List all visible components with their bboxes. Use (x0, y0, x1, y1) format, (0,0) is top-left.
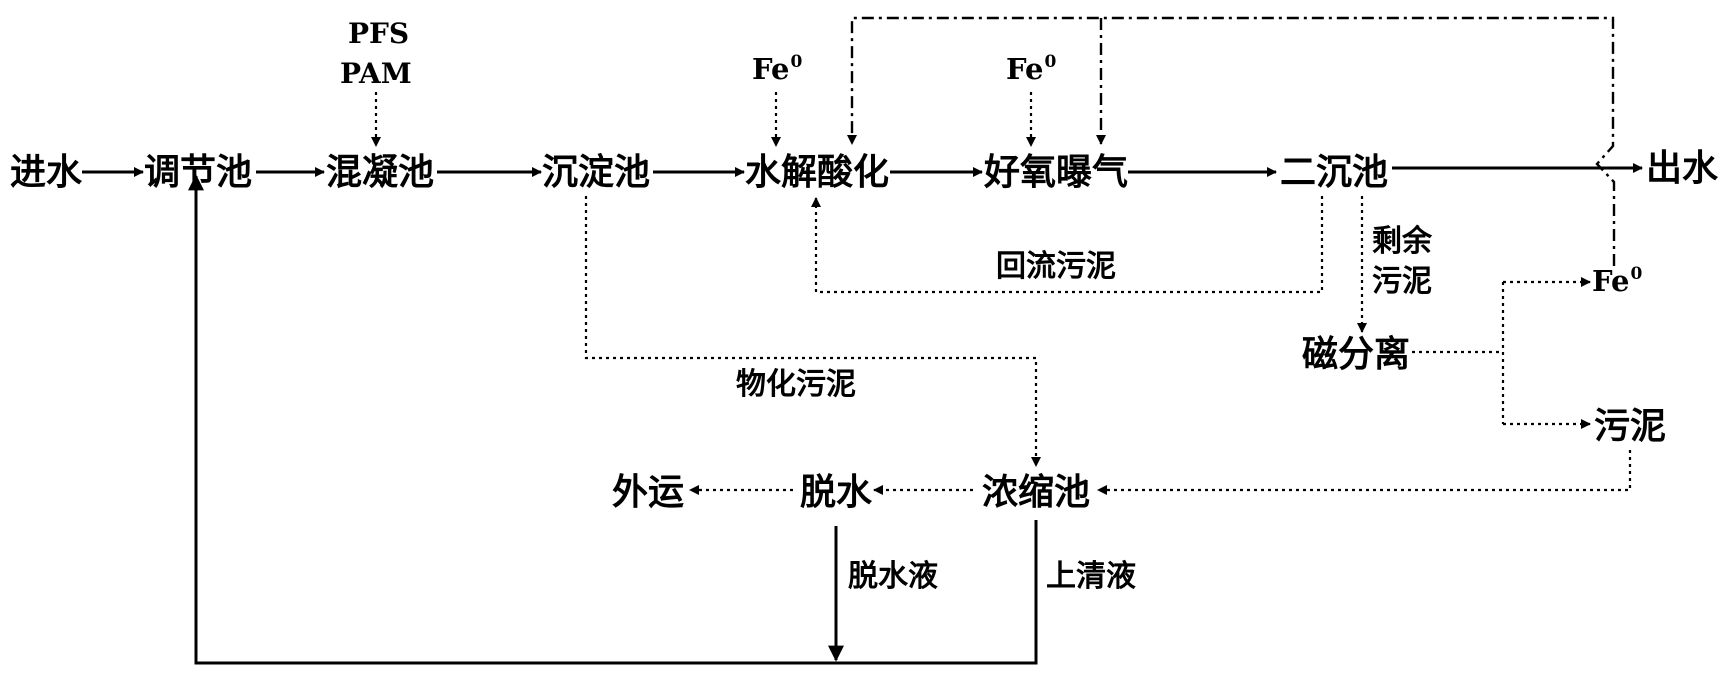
dosing-pam: PAM (340, 57, 412, 90)
node-thickener: 浓缩池 (982, 471, 1091, 513)
fe-recycle-line-hydrolysis (847, 16, 1616, 266)
dosing-fe-aeration: Fe0 (1006, 52, 1057, 86)
dosing-pfs: PFS (348, 17, 410, 50)
node-coagulation-tank: 混凝池 (326, 151, 435, 193)
node-magnetic-separation: 磁分离 (1302, 333, 1411, 375)
label-dewater-liquid: 脱水液 (848, 559, 938, 594)
label-excess-sludge: 剩余 污泥 (1372, 224, 1432, 299)
node-sludge-out: 污泥 (1594, 405, 1667, 447)
node-transport: 外运 (612, 471, 685, 513)
node-equalization-tank: 调节池 (144, 151, 253, 193)
label-return-sludge: 回流污泥 (996, 249, 1116, 284)
node-aerobic-aeration: 好氧曝气 (984, 151, 1129, 193)
label-phys-chem-sludge: 物化污泥 (736, 367, 856, 402)
label-supernatant: 上清液 (1046, 559, 1136, 594)
recycle-to-equalization-line (188, 174, 1038, 665)
sludge-to-thickener-line (1097, 450, 1632, 495)
node-dewatering: 脱水 (800, 471, 873, 513)
node-fe-recovered: Fe0 (1592, 264, 1643, 298)
node-inlet: 进水 (10, 151, 83, 193)
dosing-fe-hydrolysis: Fe0 (752, 52, 803, 86)
phys-chem-sludge-line (584, 196, 1041, 467)
node-sedimentation-tank: 沉淀池 (542, 151, 651, 193)
node-hydrolysis-acidification: 水解酸化 (745, 151, 890, 193)
node-outlet: 出水 (1646, 147, 1719, 189)
node-secondary-clarifier: 二沉池 (1280, 151, 1389, 193)
